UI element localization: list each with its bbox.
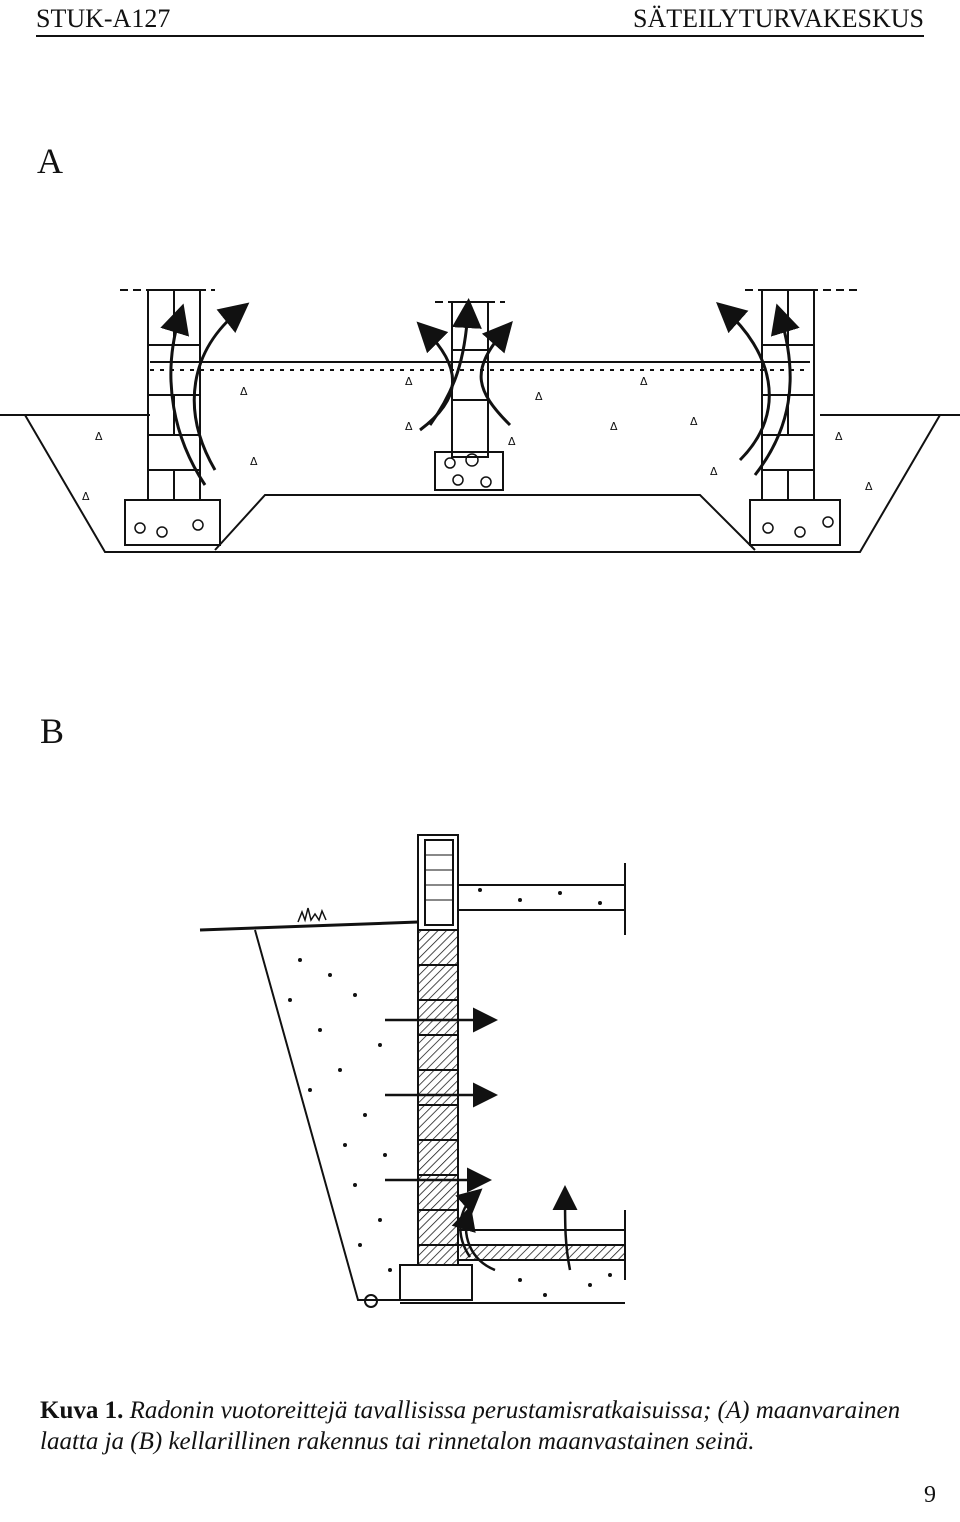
figure-b-basement-wall bbox=[199, 834, 626, 1308]
svg-text:Δ: Δ bbox=[508, 435, 516, 448]
running-header-right: SÄTEILYTURVAKESKUS bbox=[633, 4, 924, 33]
wall-footing bbox=[399, 1264, 473, 1301]
svg-text:Δ: Δ bbox=[865, 480, 873, 493]
grass-icon bbox=[297, 907, 327, 923]
svg-text:Δ: Δ bbox=[640, 375, 648, 388]
wall-top-dashed bbox=[120, 289, 860, 303]
fill-bottom bbox=[214, 494, 756, 551]
right-footing bbox=[749, 499, 841, 546]
upper-floor-slab bbox=[458, 863, 626, 935]
svg-text:Δ: Δ bbox=[95, 430, 103, 443]
caption-label: Kuva 1. bbox=[40, 1397, 124, 1424]
svg-text:Δ: Δ bbox=[710, 465, 718, 478]
page-number: 9 bbox=[924, 1482, 936, 1508]
radon-leak-arrows-b bbox=[385, 1007, 578, 1272]
left-footing bbox=[124, 499, 221, 546]
footing-aggregate bbox=[134, 453, 834, 538]
svg-text:Δ: Δ bbox=[535, 390, 543, 403]
ground-surface bbox=[199, 920, 419, 932]
figure-caption: Kuva 1. Radonin vuotoreittejä tavallisis… bbox=[40, 1395, 925, 1457]
header-rule bbox=[36, 35, 924, 37]
svg-text:Δ: Δ bbox=[835, 430, 843, 443]
backfill-outline bbox=[254, 929, 400, 1301]
soil-dots bbox=[288, 888, 612, 1297]
radon-leak-arrows bbox=[160, 298, 800, 486]
wall-insulation bbox=[424, 839, 454, 926]
running-header-left: STUK-A127 bbox=[36, 4, 171, 33]
panel-b-label: B bbox=[40, 711, 65, 751]
gravel-markers: Δ Δ Δ Δ Δ Δ Δ Δ Δ Δ Δ Δ Δ Δ bbox=[82, 375, 873, 503]
svg-text:Δ: Δ bbox=[405, 420, 413, 433]
figure-a-slab-on-ground: Δ Δ Δ Δ Δ Δ Δ Δ Δ Δ Δ Δ Δ Δ bbox=[0, 289, 960, 553]
middle-footing bbox=[434, 451, 504, 491]
svg-text:Δ: Δ bbox=[405, 375, 413, 388]
svg-text:Δ: Δ bbox=[82, 490, 90, 503]
excavation-outline bbox=[24, 414, 941, 553]
svg-text:Δ: Δ bbox=[690, 415, 698, 428]
caption-text: Radonin vuotoreittejä tavallisissa perus… bbox=[40, 1397, 901, 1455]
svg-text:Δ: Δ bbox=[610, 420, 618, 433]
panel-a-label: A bbox=[37, 141, 63, 181]
drain-pipe bbox=[364, 1294, 378, 1308]
wall-hatching bbox=[417, 929, 459, 1266]
svg-text:Δ: Δ bbox=[240, 385, 248, 398]
svg-text:Δ: Δ bbox=[250, 455, 258, 468]
